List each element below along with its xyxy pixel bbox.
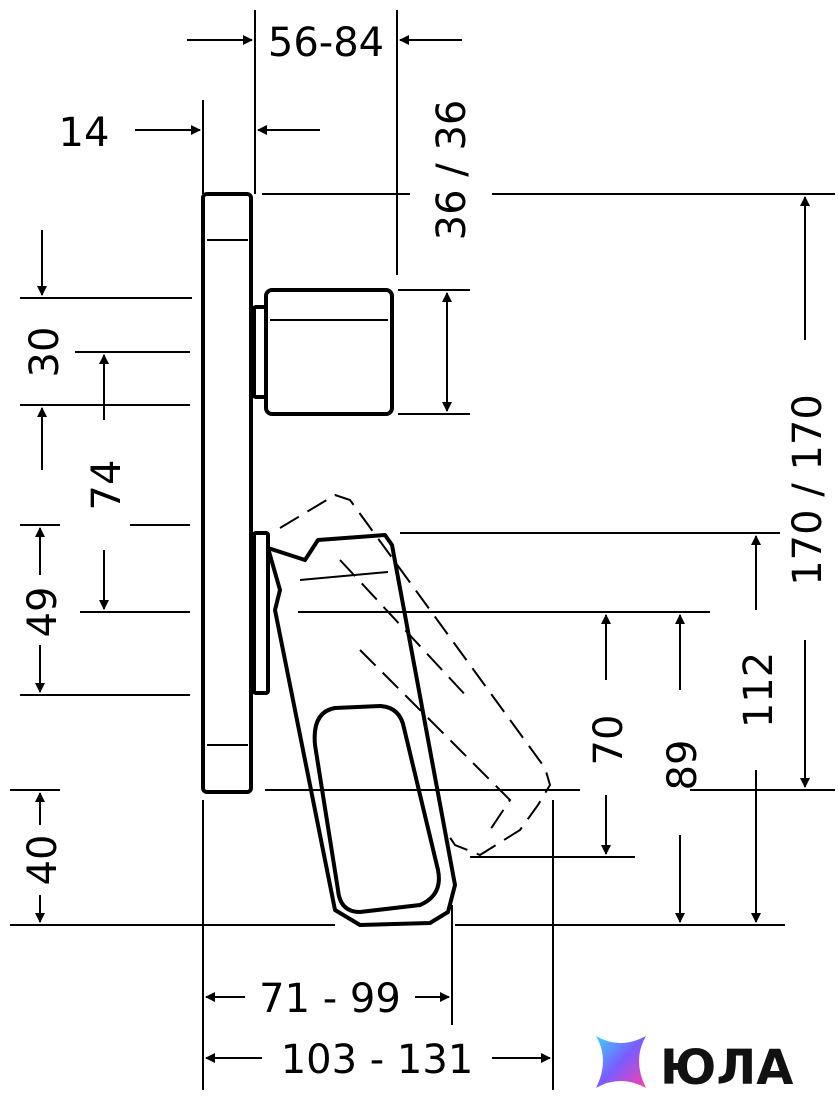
dim-left-40: 40: [20, 835, 66, 886]
dimension-lines: [10, 10, 835, 1090]
dim-bottom-71-99: 71 - 99: [259, 976, 401, 1022]
dim-left-74: 74: [84, 460, 130, 511]
yula-logo-icon: [596, 1036, 646, 1088]
dim-wall-plate: 14: [59, 110, 110, 156]
diverter-knob: [264, 288, 394, 416]
dim-upper-right-vertical: 36 / 36: [429, 100, 475, 241]
dim-left-30: 30: [22, 327, 68, 378]
wall-plate: [201, 192, 253, 794]
dim-right-89: 89: [660, 740, 706, 791]
dim-bottom-103-131: 103 - 131: [281, 1037, 474, 1083]
dim-left-49: 49: [20, 587, 66, 638]
dim-right-170: 170 / 170: [785, 394, 831, 586]
watermark-brand: ЮЛА: [660, 1040, 793, 1096]
lever-loop: [312, 704, 441, 914]
watermark: ЮЛА: [596, 1036, 793, 1096]
dim-top-width: 56-84: [268, 20, 384, 66]
dimension-labels: 56-84 14 36 / 36 30 74 49 40 70 89 112 1…: [20, 20, 831, 1083]
product-outline: [201, 192, 552, 927]
lever-alt-position: [279, 493, 552, 857]
dim-right-70: 70: [586, 715, 632, 766]
lever-mount: [252, 531, 270, 695]
dim-right-112: 112: [736, 652, 782, 728]
